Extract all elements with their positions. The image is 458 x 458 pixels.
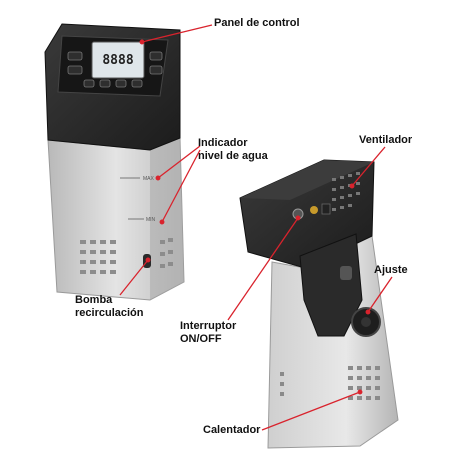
max-level-label: MAX [143, 176, 155, 182]
min-level-label: MIN [146, 217, 156, 223]
label-bomba-recirculacion: Bomba recirculación [75, 294, 143, 320]
device-front: 8888 MAX MIN [44, 23, 185, 301]
label-ajuste-text: Ajuste [374, 264, 408, 276]
label-calentador: Calentador [203, 424, 260, 437]
back-vent-slots [280, 366, 380, 400]
label-ventilador: Ventilador [359, 134, 412, 147]
leader-interruptor [227, 217, 299, 321]
adjust-knob-center [361, 317, 371, 327]
label-interruptor-line2: ON/OFF [180, 333, 222, 345]
label-calentador-text: Calentador [203, 424, 261, 436]
label-interruptor-line1: Interruptor [180, 320, 237, 332]
device-back [239, 159, 399, 449]
panel-buttons [67, 51, 163, 88]
leader-lines [119, 24, 393, 431]
label-ajuste: Ajuste [374, 264, 408, 277]
leader-bomba [119, 259, 149, 296]
label-bomba-line2: recirculación [75, 307, 144, 319]
front-vent-slots [80, 238, 173, 274]
leader-calentador [261, 391, 361, 431]
label-indicador-line2: nivel de agua [198, 150, 268, 162]
connector-gold [310, 206, 318, 214]
leader-indicador-min [161, 149, 201, 223]
leader-ajuste [367, 276, 393, 313]
label-ventilador-text: Ventilador [359, 134, 413, 146]
label-indicador-line1: Indicador [198, 137, 248, 149]
connector-port [321, 203, 331, 215]
label-indicador-nivel-agua: Indicador nivel de agua [198, 137, 268, 163]
clamp-slot [340, 266, 352, 280]
label-panel-de-control: Panel de control [214, 17, 300, 30]
label-interruptor-on-off: Interruptor ON/OFF [180, 320, 236, 346]
label-bomba-line1: Bomba [75, 294, 113, 306]
leader-ventilador [351, 146, 386, 187]
lcd-digits: 8888 [102, 53, 133, 68]
back-head-top [240, 160, 374, 200]
leader-indicador-max [157, 145, 201, 179]
leader-panel [141, 24, 213, 43]
lcd-display [91, 41, 145, 79]
label-panel-text: Panel de control [214, 17, 300, 29]
clamp-bracket [299, 233, 363, 337]
